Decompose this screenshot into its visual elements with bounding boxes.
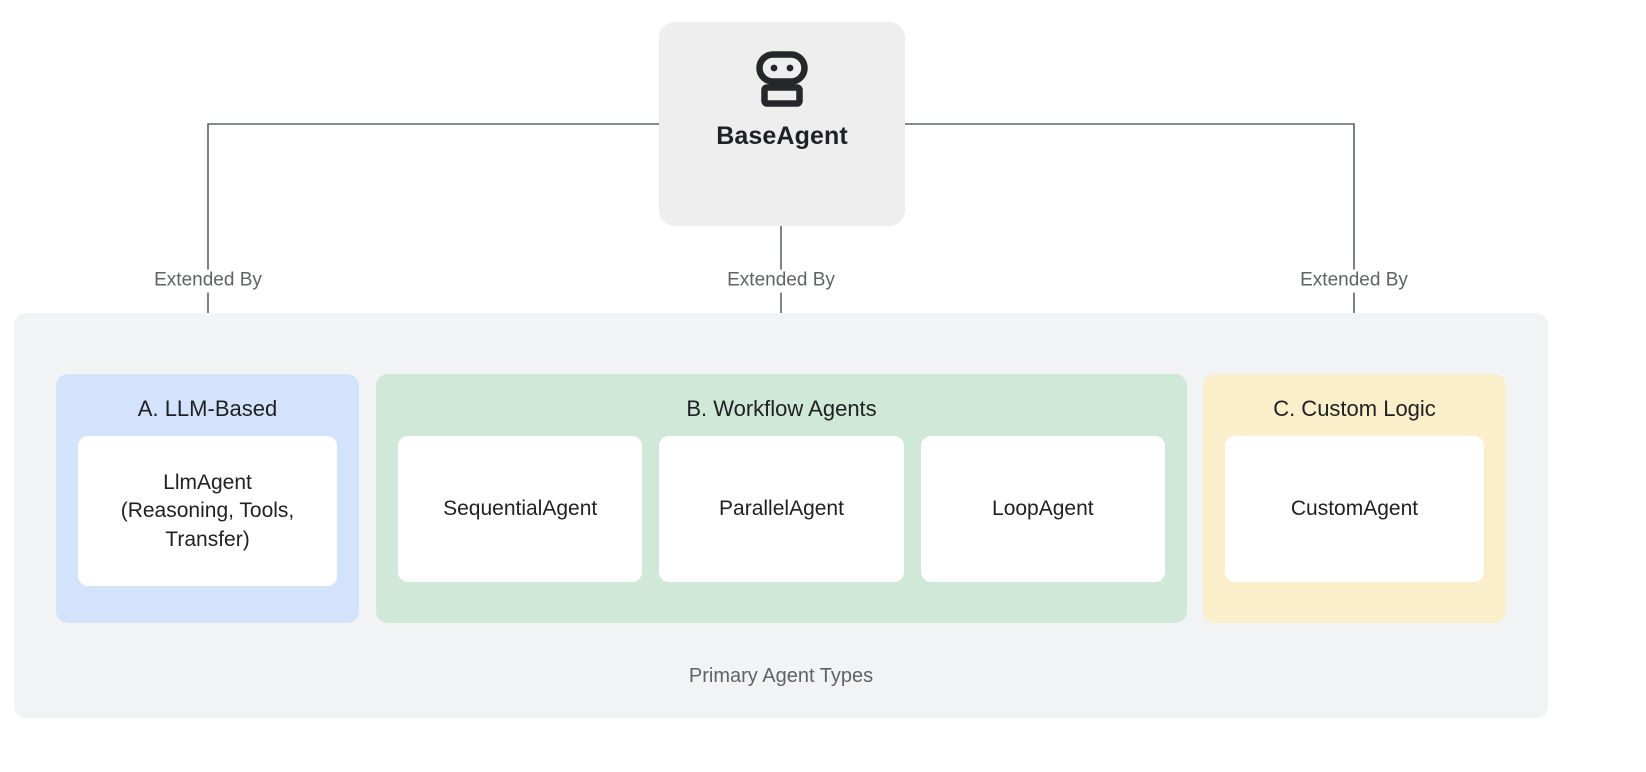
- edge-label-llm-based: Extended By: [147, 269, 269, 293]
- edge-label-custom-logic: Extended By: [1293, 269, 1415, 293]
- card-llmagent[interactable]: LlmAgent(Reasoning, Tools,Transfer): [78, 436, 337, 587]
- card-sequentialagent[interactable]: SequentialAgent: [398, 436, 643, 583]
- panel-caption: Primary Agent Types: [688, 665, 874, 687]
- card-customagent[interactable]: CustomAgent: [1225, 436, 1484, 583]
- group-llm-based[interactable]: A. LLM-Based LlmAgent(Reasoning, Tools,T…: [56, 374, 359, 623]
- node-baseagent-label: BaseAgent: [716, 122, 848, 151]
- group-workflow-agents-title: B. Workflow Agents: [686, 396, 877, 421]
- group-workflow-agents-cards: SequentialAgent ParallelAgent LoopAgent: [376, 436, 1187, 583]
- group-custom-logic-title: C. Custom Logic: [1273, 396, 1436, 421]
- group-llm-based-cards: LlmAgent(Reasoning, Tools,Transfer): [56, 436, 359, 587]
- robot-icon: [755, 51, 809, 107]
- card-loopagent[interactable]: LoopAgent: [920, 436, 1165, 583]
- group-custom-logic[interactable]: C. Custom Logic CustomAgent: [1203, 374, 1506, 623]
- group-llm-based-title: A. LLM-Based: [137, 396, 278, 421]
- node-baseagent[interactable]: BaseAgent: [659, 22, 905, 226]
- edge-label-workflow-agents: Extended By: [720, 269, 842, 293]
- group-custom-logic-cards: CustomAgent: [1203, 436, 1506, 583]
- card-parallelagent[interactable]: ParallelAgent: [659, 436, 904, 583]
- group-workflow-agents[interactable]: B. Workflow Agents SequentialAgent Paral…: [376, 374, 1187, 623]
